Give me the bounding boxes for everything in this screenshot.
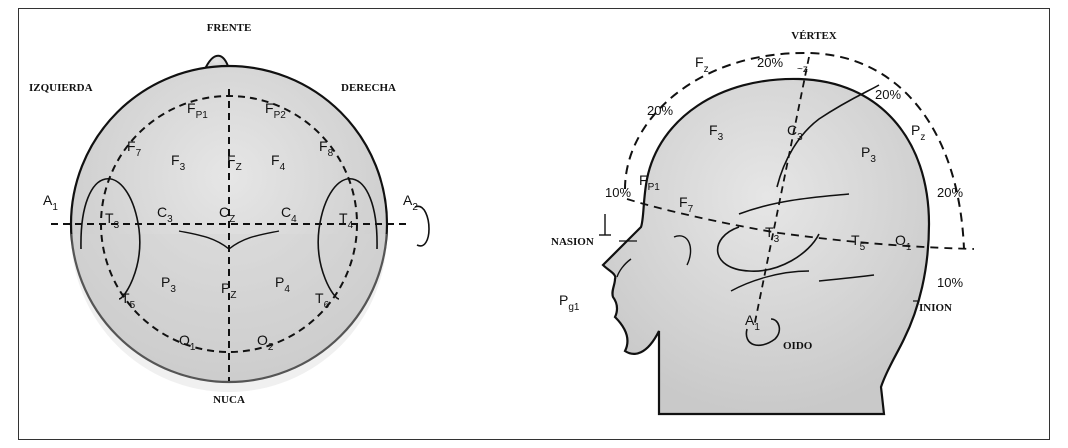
electrode-a2: A2 — [403, 192, 418, 213]
electrode-a1: A1 — [43, 192, 58, 213]
label-vertex: VÉRTEX — [791, 30, 837, 42]
eeg-10-20-diagram: FRENTE NUCA IZQUIERDA DERECHA FP1 FP2 F7… — [19, 9, 1049, 439]
percentage-label: 20% — [647, 103, 673, 118]
label-back: NUCA — [213, 394, 245, 406]
side-head-outline — [603, 79, 929, 414]
electrode-pz: Pz — [911, 122, 925, 143]
label-left: IZQUIERDA — [29, 82, 93, 94]
label-inion: INION — [919, 302, 952, 314]
electrode-fz: Fz — [695, 54, 709, 75]
label-right: DERECHA — [341, 82, 396, 94]
percentage-label: 20% — [937, 185, 963, 200]
percentage-label: 20% — [875, 87, 901, 102]
electrode-cz: ~z — [797, 64, 808, 75]
label-nasion: NASION — [551, 236, 594, 248]
percentage-label: 10% — [605, 185, 631, 200]
label-front: FRENTE — [207, 22, 252, 34]
percentage-label: 20% — [757, 55, 783, 70]
figure-frame: FRENTE NUCA IZQUIERDA DERECHA FP1 FP2 F7… — [18, 8, 1050, 440]
electrode-pg1: Pg1 — [559, 292, 580, 313]
label-ear: OIDO — [783, 340, 813, 352]
percentage-label: 10% — [937, 275, 963, 290]
